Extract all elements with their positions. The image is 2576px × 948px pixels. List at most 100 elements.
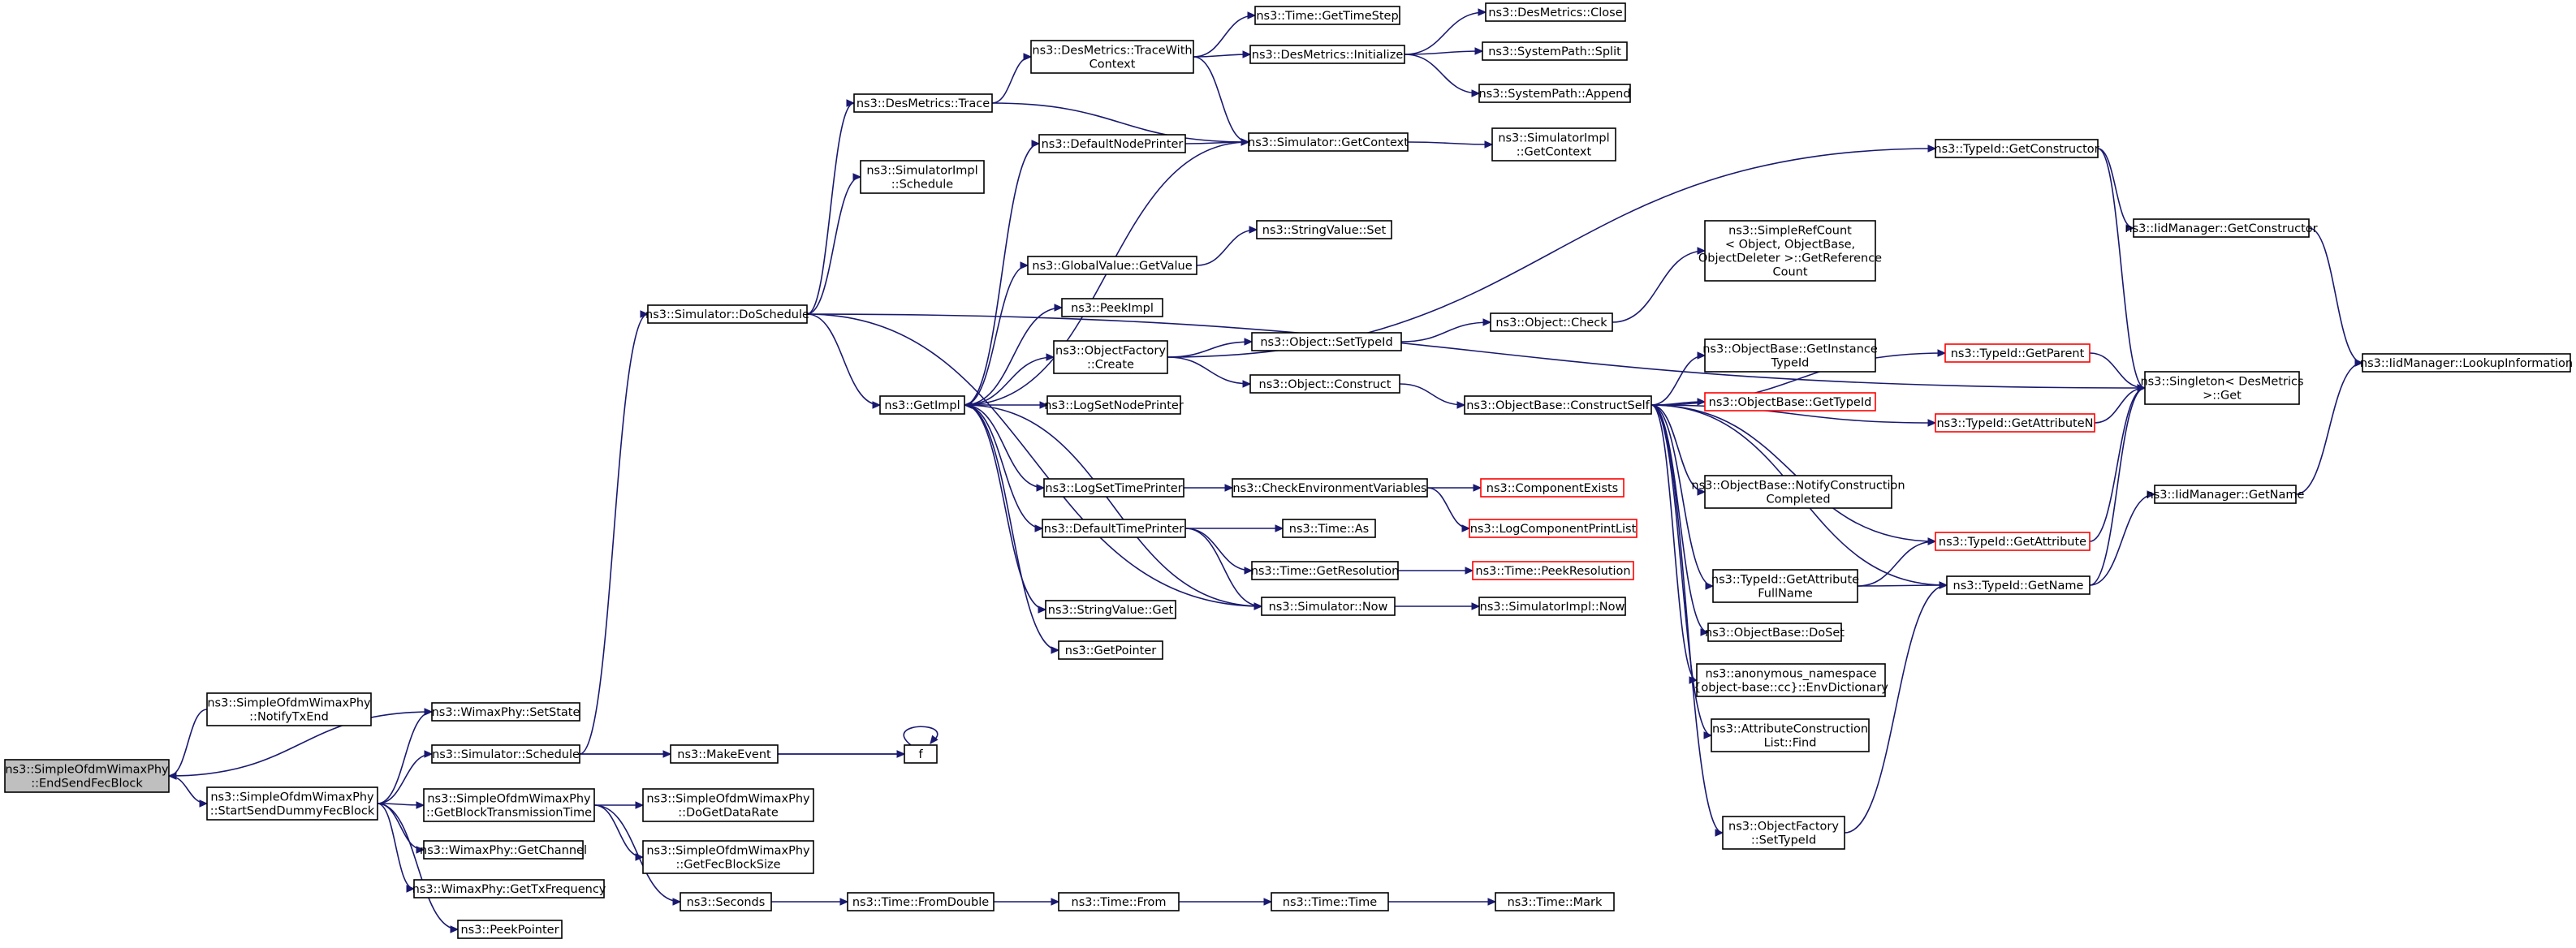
edge-constructself-getinstance [1650,351,1707,406]
node-objconstruct[interactable]: ns3::Object::Construct [1249,374,1400,394]
edge-attrfullname-getattr [1857,537,1937,587]
node-from[interactable]: ns3::Time::From [1058,892,1180,911]
node-box [1707,623,1842,642]
node-compexists[interactable]: ns3::ComponentExists [1480,478,1625,498]
node-logsettime[interactable]: ns3::LogSetTimePrinter [1043,478,1184,498]
node-label: ns3::Seconds [687,896,766,909]
node-envdict[interactable]: ns3::anonymous_namespace{object-base::cc… [1694,663,1888,697]
edge-arrowhead [199,799,209,808]
node-objfactory[interactable]: ns3::ObjectFactory::Create [1053,340,1168,374]
edge-constructself-getattr [1650,404,1937,545]
edge-line [1404,11,1486,55]
edge-arrowhead [1715,829,1724,837]
node-singleton[interactable]: ns3::Singleton< DesMetrics>::Get [2140,371,2304,405]
node-getcontext[interactable]: ns3::Simulator::GetContext [1248,132,1409,152]
node-logsetnode[interactable]: ns3::LogSetNodePrinter [1044,395,1184,415]
edge-line [964,265,1029,406]
node-getchannel[interactable]: ns3::WimaxPhy::GetChannel [420,840,587,860]
edge-arrowhead [1465,567,1474,575]
edge-arrowhead [1471,89,1481,97]
node-notify[interactable]: ns3::SimpleOfdmWimaxPhy::NotifyTxEnd [206,692,372,726]
node-start[interactable]: ns3::SimpleOfdmWimaxPhy::StartSendDummyF… [206,786,378,821]
node-box [1944,343,2091,363]
node-label: ns3::GetPointer [1065,644,1157,657]
node-label: ns3::Time::GetResolution [1251,565,1400,578]
node-label: ns3::Object::SetTypeId [1260,336,1392,349]
node-obgettypeid[interactable]: ns3::ObjectBase::GetTypeId [1704,392,1876,412]
node-getfecblock[interactable]: ns3::SimpleOfdmWimaxPhy::GetFecBlockSize [642,840,814,874]
node-label: < Object, ObjectBase, [1725,239,1855,252]
node-fromdouble[interactable]: ns3::Time::FromDouble [847,892,995,911]
node-defnodeprinter[interactable]: ns3::DefaultNodePrinter [1038,134,1186,153]
node-label: ns3::SystemPath::Split [1488,45,1621,58]
edge-arrowhead [1471,602,1481,610]
edge-timetime-mark [1388,898,1497,906]
node-desclose[interactable]: ns3::DesMetrics::Close [1485,2,1626,22]
node-dogetdata[interactable]: ns3::SimpleOfdmWimaxPhy::DoGetDataRate [642,788,814,822]
node-label: ns3::anonymous_namespace [1705,668,1876,681]
node-globalvalue[interactable]: ns3::GlobalValue::GetValue [1027,256,1197,275]
node-lookupinfo[interactable]: ns3::IidManager::LookupInformation [2360,353,2573,373]
node-ofsettypeid[interactable]: ns3::ObjectFactory::SetTypeId [1722,816,1845,850]
node-simsched[interactable]: ns3::Simulator::Schedule [431,744,580,764]
edge-iidgetconstr-lookupinfo [2308,227,2364,367]
node-simimplsched[interactable]: ns3::SimulatorImpl::Schedule [860,160,985,194]
node-getpointer[interactable]: ns3::GetPointer [1058,640,1163,660]
node-getattrn[interactable]: ns3::TypeId::GetAttributeN [1935,413,2095,433]
node-makeevent[interactable]: ns3::MakeEvent [670,744,779,764]
node-mark[interactable]: ns3::Time::Mark [1495,892,1615,911]
node-box [457,920,563,939]
node-refcount[interactable]: ns3::SimpleRefCount< Object, ObjectBase,… [1698,220,1882,282]
node-label: ns3::SimulatorImpl [866,165,977,178]
node-desinit[interactable]: ns3::DesMetrics::Initialize [1249,45,1405,64]
node-doset[interactable]: ns3::ObjectBase::DoSet [1705,623,1845,642]
node-logcomplist[interactable]: ns3::LogComponentPrintList [1469,519,1638,538]
node-seconds[interactable]: ns3::Seconds [680,892,772,911]
edge-simnow-getimpl [963,401,1262,607]
node-setstate[interactable]: ns3::WimaxPhy::SetState [431,702,580,722]
edge-line [806,313,2146,389]
node-getattr[interactable]: ns3::TypeId::GetAttribute [1935,532,2091,551]
node-stringget[interactable]: ns3::StringValue::Get [1045,600,1176,619]
node-append[interactable]: ns3::SystemPath::Append [1478,84,1631,103]
node-label: ::GetBlockTransmissionTime [426,807,592,820]
node-checkenv[interactable]: ns3::CheckEnvironmentVariables [1232,478,1428,498]
node-iidgetname[interactable]: ns3::IidManager::GetName [2147,485,2305,504]
node-objcheck[interactable]: ns3::Object::Check [1490,312,1613,332]
node-iidgetconstr[interactable]: ns3::IidManager::GetConstructor [2125,218,2318,238]
node-implgetctx[interactable]: ns3::SimulatorImpl::GetContext [1491,127,1616,162]
node-getconstructor[interactable]: ns3::TypeId::GetConstructor [1934,139,2099,158]
node-setTypeId[interactable]: ns3::Object::SetTypeId [1251,332,1402,351]
node-timeas[interactable]: ns3::Time::As [1282,519,1376,538]
node-stringset[interactable]: ns3::StringValue::Set [1256,220,1392,239]
node-peekptr[interactable]: ns3::PeekPointer [457,920,563,939]
node-gettimestep[interactable]: ns3::Time::GetTimeStep [1254,6,1400,25]
node-getres[interactable]: ns3::Time::GetResolution [1251,561,1400,580]
edge-arrowhead [1937,349,1947,357]
node-timetime[interactable]: ns3::Time::Time [1271,892,1389,911]
node-split[interactable]: ns3::SystemPath::Split [1482,41,1628,61]
node-getname[interactable]: ns3::TypeId::GetName [1946,575,2091,595]
node-doschedule[interactable]: ns3::Simulator::DoSchedule [645,304,809,324]
node-implnow[interactable]: ns3::SimulatorImpl::Now [1478,597,1626,616]
node-root[interactable]: ns3::SimpleOfdmWimaxPhy::EndSendFecBlock [4,759,170,793]
node-getimpl[interactable]: ns3::GetImpl [879,395,965,415]
node-getblock[interactable]: ns3::SimpleOfdmWimaxPhy::GetBlockTransmi… [423,788,595,822]
edge-line [2089,352,2146,389]
node-deftimeprinter[interactable]: ns3::DefaultTimePrinter [1042,519,1186,538]
node-notifyconstr[interactable]: ns3::ObjectBase::NotifyConstructionCompl… [1691,475,1905,509]
node-peekres[interactable]: ns3::Time::PeekResolution [1472,561,1634,580]
node-f[interactable]: f [904,744,938,764]
node-constructself[interactable]: ns3::ObjectBase::ConstructSelf [1464,395,1652,415]
edge-getconstructor-singleton [2097,148,2147,392]
edge-line [1407,141,1493,145]
node-gettxfreq[interactable]: ns3::WimaxPhy::GetTxFrequency [412,879,606,898]
node-peekimpl[interactable]: ns3::PeekImpl [1061,298,1163,317]
node-getparent[interactable]: ns3::TypeId::GetParent [1944,343,2091,363]
node-destrace[interactable]: ns3::DesMetrics::Trace [853,93,993,113]
node-simnow[interactable]: ns3::Simulator::Now [1261,597,1396,616]
